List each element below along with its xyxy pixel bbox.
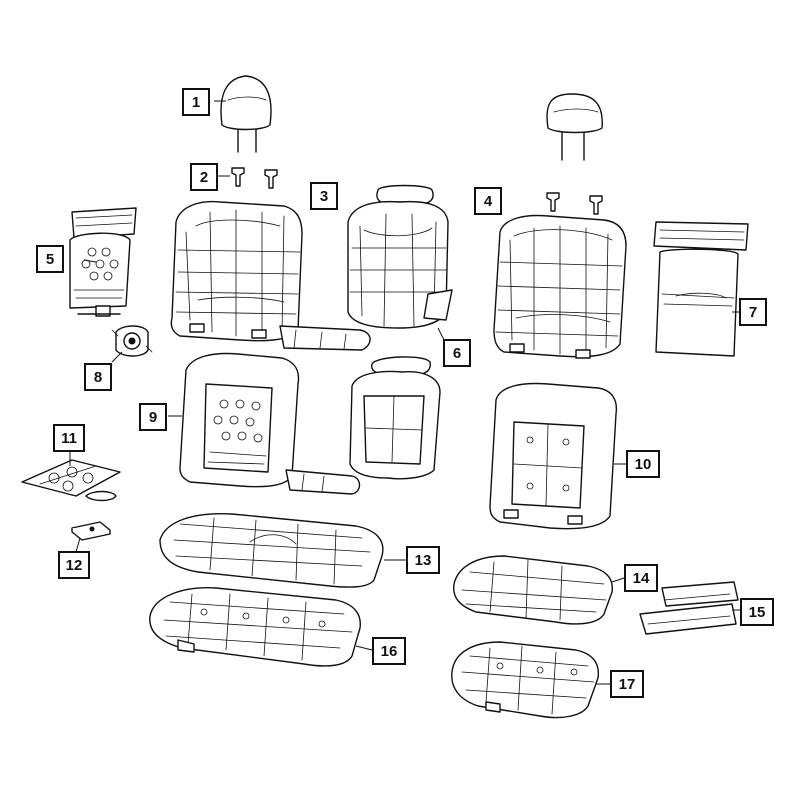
recliner-part-8 xyxy=(111,325,153,357)
back-panel-left xyxy=(69,207,137,317)
callout-2: 2 xyxy=(190,163,218,191)
callout-16: 16 xyxy=(372,637,406,665)
seatback-frame-center xyxy=(349,356,441,480)
cushion-frame-left xyxy=(149,587,361,667)
callout-13: 13 xyxy=(406,546,440,574)
sensor-part-12 xyxy=(71,521,111,541)
leader-lines xyxy=(69,100,740,685)
callout-17: 17 xyxy=(610,670,644,698)
seatback-center xyxy=(347,184,453,329)
headrest-right xyxy=(546,93,603,161)
cushion-frame-right xyxy=(451,641,600,719)
callout-7: 7 xyxy=(739,298,767,326)
seatback-left-cover xyxy=(170,200,371,351)
callout-4: 4 xyxy=(474,187,502,215)
callout-8: 8 xyxy=(84,363,112,391)
seatback-frame-left xyxy=(179,352,361,495)
seatback-frame-right xyxy=(489,382,618,530)
cushion-cover-left xyxy=(159,513,384,588)
callout-14: 14 xyxy=(624,564,658,592)
callout-5: 5 xyxy=(36,245,64,273)
callout-9: 9 xyxy=(139,403,167,431)
callout-10: 10 xyxy=(626,450,660,478)
headrest-left xyxy=(220,75,272,153)
callout-3: 3 xyxy=(310,182,338,210)
callout-1: 1 xyxy=(182,88,210,116)
callout-15: 15 xyxy=(740,598,774,626)
callout-6: 6 xyxy=(443,339,471,367)
back-panel-right xyxy=(653,221,749,357)
callout-11: 11 xyxy=(53,424,85,452)
callout-12: 12 xyxy=(58,551,90,579)
seatback-right-cover xyxy=(493,214,627,359)
cushion-cover-right xyxy=(453,555,613,625)
heater-mat-part-11 xyxy=(21,459,121,502)
clips-part-2 xyxy=(231,167,603,215)
pad-part-15 xyxy=(639,581,739,635)
